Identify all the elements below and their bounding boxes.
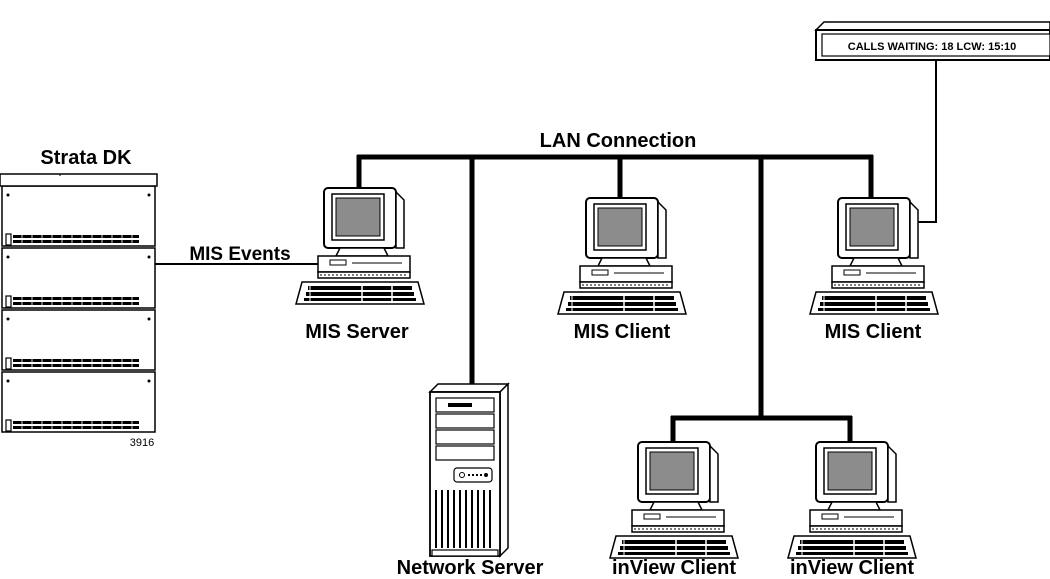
inview-client-1-label: inView Client [612,557,736,579]
inview-client-2-label: inView Client [790,557,914,579]
network-server-tower [428,382,510,558]
mis-events-label: MIS Events [189,244,290,265]
wallboard-display: CALLS WAITING: 18 LCW: 15:10 [814,21,1050,61]
wallboard-text: CALLS WAITING: 18 LCW: 15:10 [848,41,1016,53]
mis-client-1-computer [557,197,687,315]
network-server-label: Network Server [397,557,544,579]
lan-connection-label: LAN Connection [540,130,697,152]
inview-client-2-computer [787,441,917,559]
inview-client-1-computer [609,441,739,559]
strata-dk-cabinet [0,173,158,433]
mis-server-computer [295,187,425,305]
figure-number: 3916 [130,437,154,449]
mis-server-label: MIS Server [305,321,409,343]
strata-dk-label: Strata DK [40,147,132,169]
mis-client-1-label: MIS Client [574,321,671,343]
mis-client-2-label: MIS Client [825,321,922,343]
mis-client-2-computer [809,197,939,315]
